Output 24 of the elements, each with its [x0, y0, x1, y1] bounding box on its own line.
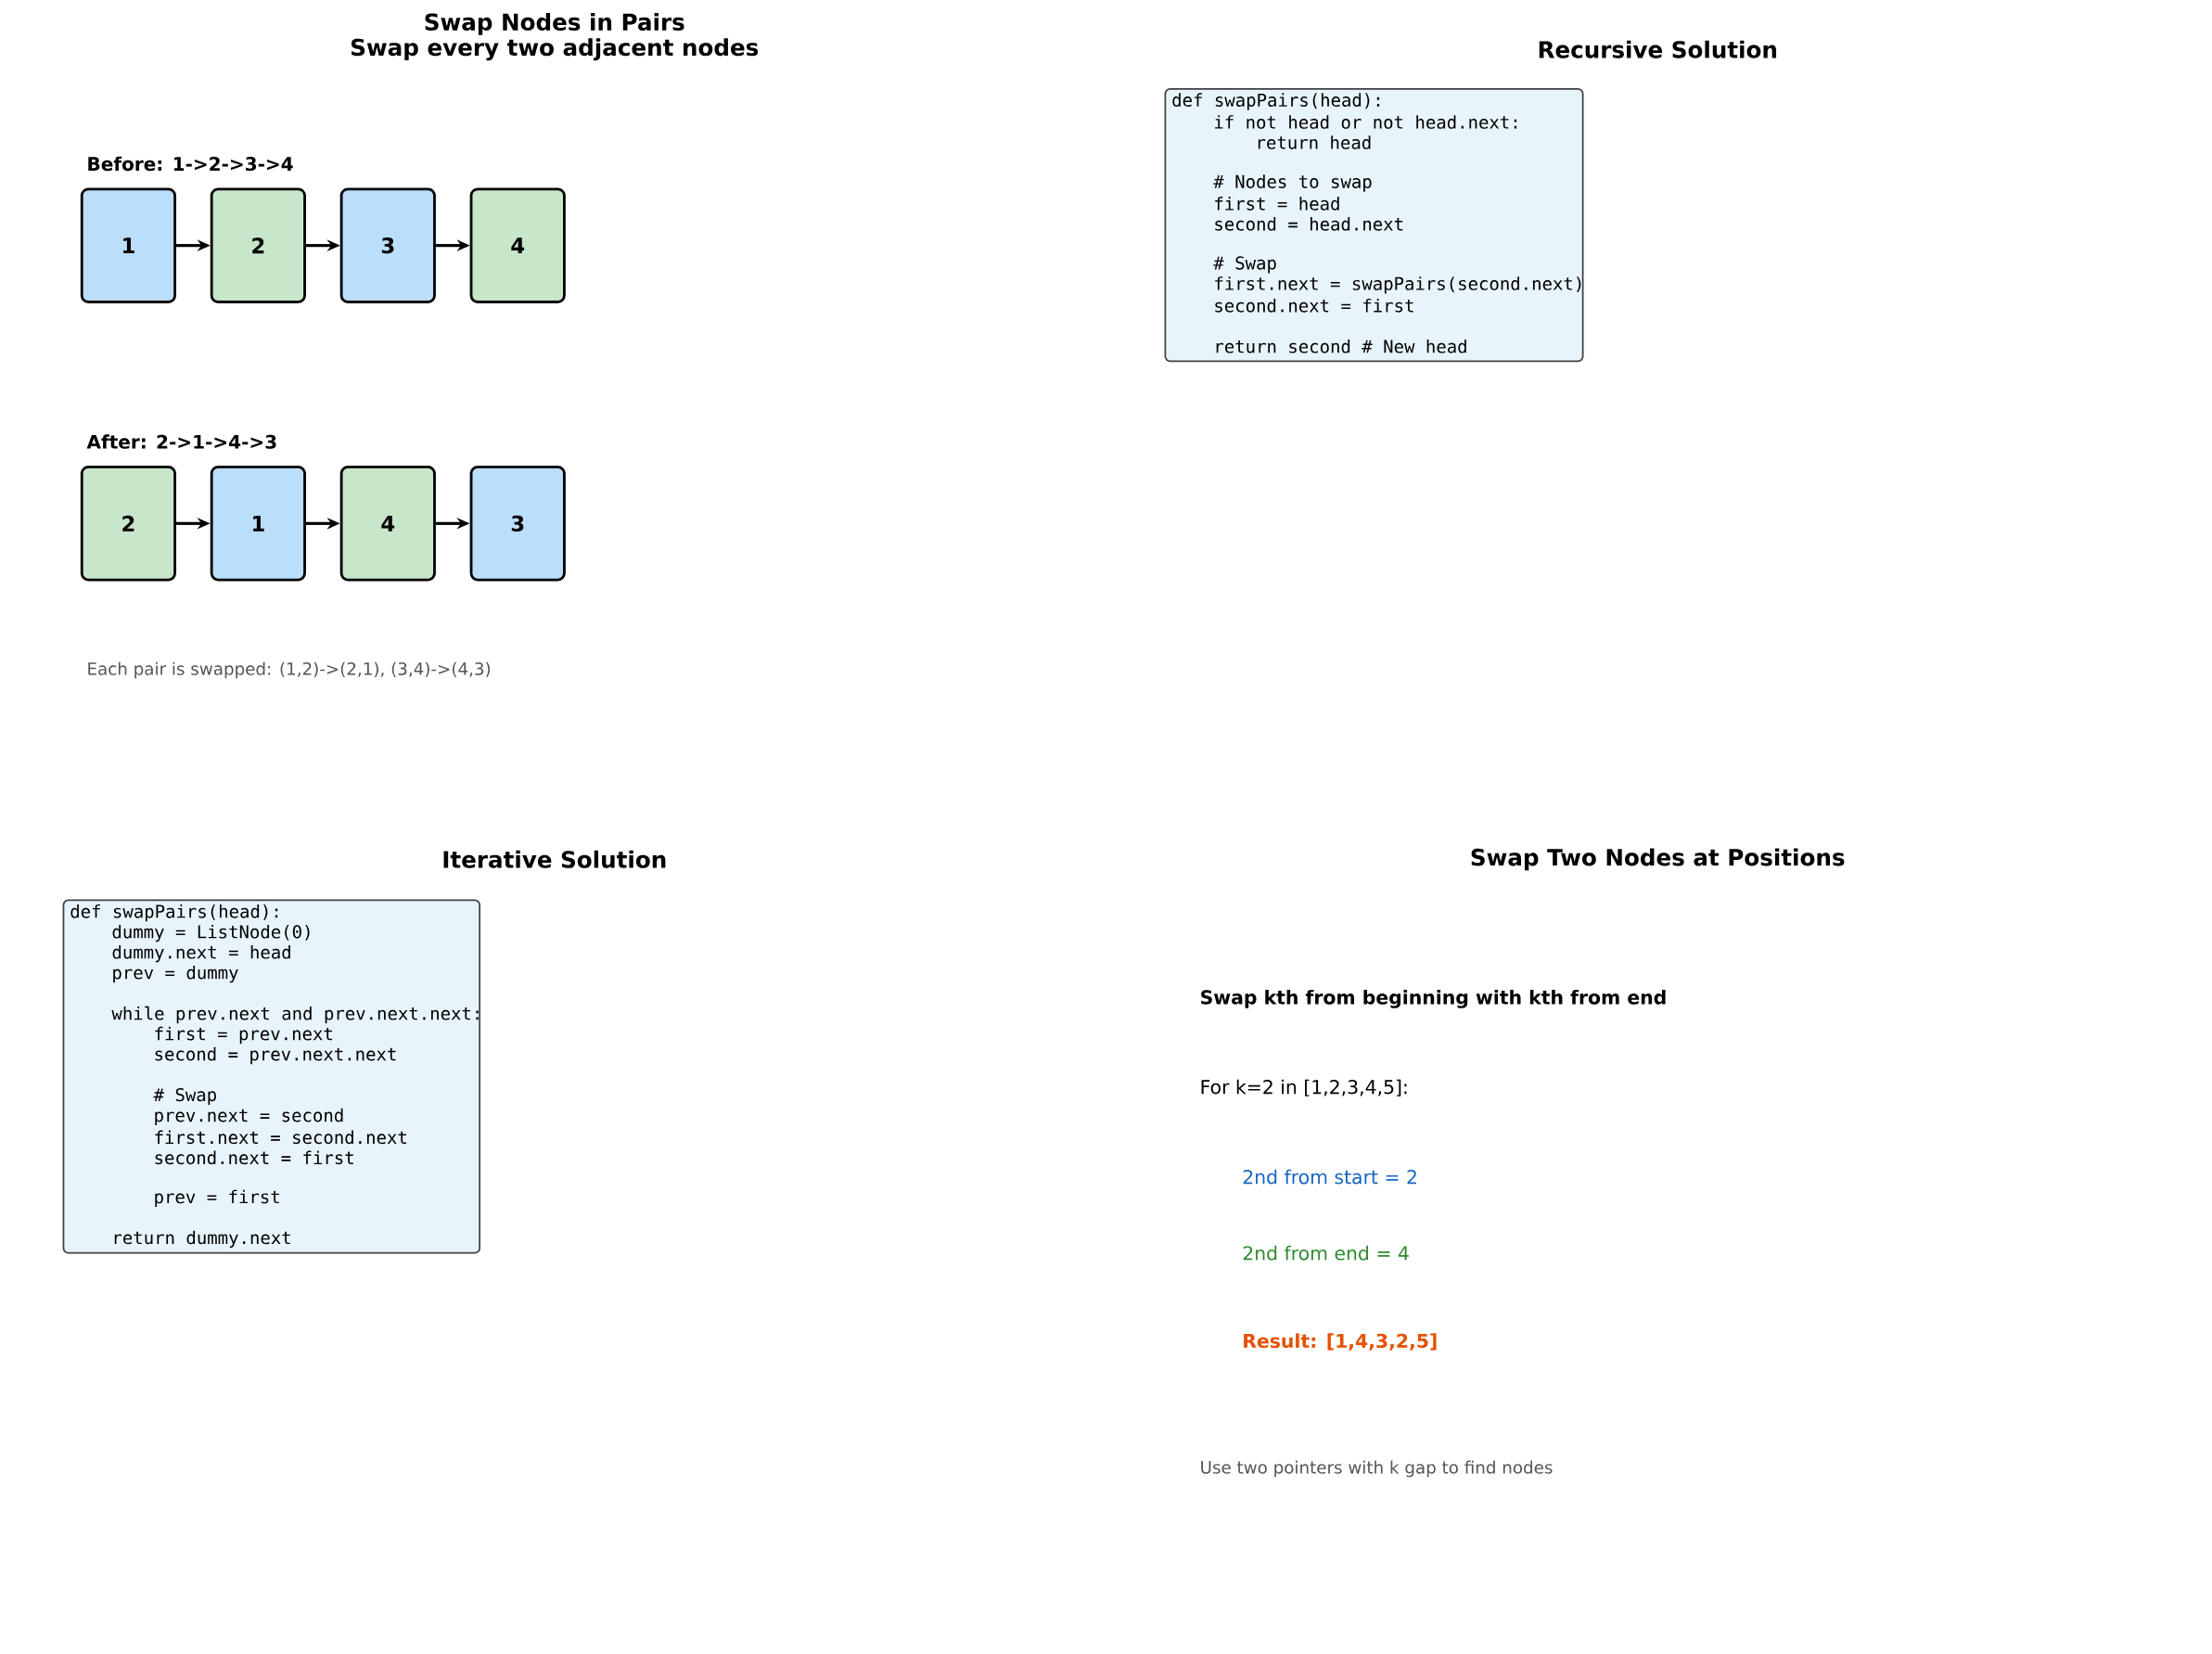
result-text: Result: [1,4,3,2,5] [1244, 1333, 1437, 1351]
code-box: def swapPairs(head): if not head or not head.next: return head # Nodes to swap first = head second = head.next # Swap first.next = swapPairs(second.next) second.next = first return second # New head [1164, 88, 1584, 363]
panel-heading: Recursive Solution [1539, 40, 1777, 58]
list-node-box: 4 [339, 466, 436, 582]
subtitle: Swap every two adjacent nodes [352, 38, 759, 61]
note: Use two pointers with k gap to find nodes [1201, 1460, 1553, 1478]
heading: Swap kth from beginning with kth from end [1201, 990, 1666, 1009]
list-node-box: 1 [210, 466, 306, 582]
list-node-box: 3 [339, 187, 436, 304]
list-node-box: 2 [210, 187, 306, 304]
text-line: 2nd from end = 4 [1243, 1246, 1409, 1261]
list-node-box: 2 [80, 466, 176, 582]
row-label: Before: 1->2->3->4 [88, 156, 293, 172]
code-box: def swapPairs(head): dummy = ListNode(0) dummy.next = head prev = dummy while prev.next and prev.next.next: first = prev.next second = prev.next.next # Swap prev.next = second first.next = second.next second.next = first prev = first return dummy.next [62, 899, 481, 1254]
list-node-box: 4 [469, 187, 566, 304]
list-node-box: 1 [80, 187, 176, 304]
title: Swap Nodes in Pairs [425, 13, 684, 35]
panel-heading: Iterative Solution [443, 851, 666, 868]
text-line: For k=2 in [1,2,3,4,5]: [1201, 1079, 1407, 1096]
list-node-box: 3 [469, 466, 566, 582]
text-line: 2nd from start = 2 [1243, 1169, 1416, 1185]
row-label: After: 2->1->4->3 [86, 434, 276, 449]
panel-heading: Swap Two Nodes at Positions [1471, 848, 1845, 871]
note: Each pair is swapped: (1,2)->(2,1), (3,4)->(4,3) [88, 661, 491, 679]
